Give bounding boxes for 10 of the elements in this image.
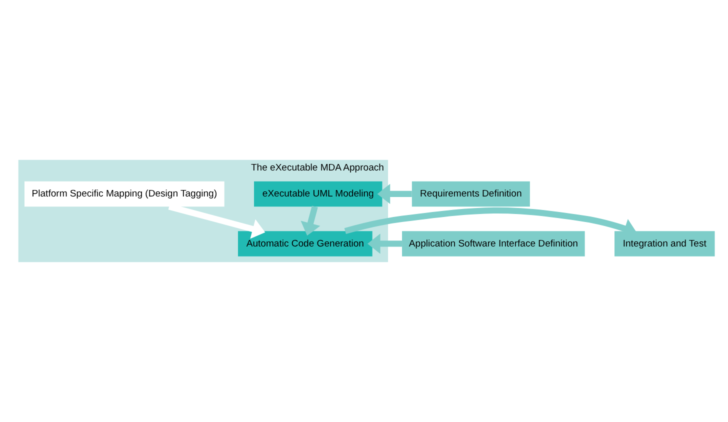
node-box: Integration and Test [614,231,715,256]
arrow [368,234,402,254]
arrow [377,184,412,204]
arrow [168,204,266,239]
node-box: Platform Specific Mapping (Design Tagging) [24,181,224,207]
node-box: Requirements Definition [412,181,530,207]
node-box: eXecutable UML Modeling [254,181,382,207]
node-box: Application Software Interface Definition [402,231,585,256]
node-box: Automatic Code Generation [238,231,372,256]
arrow [300,206,320,236]
